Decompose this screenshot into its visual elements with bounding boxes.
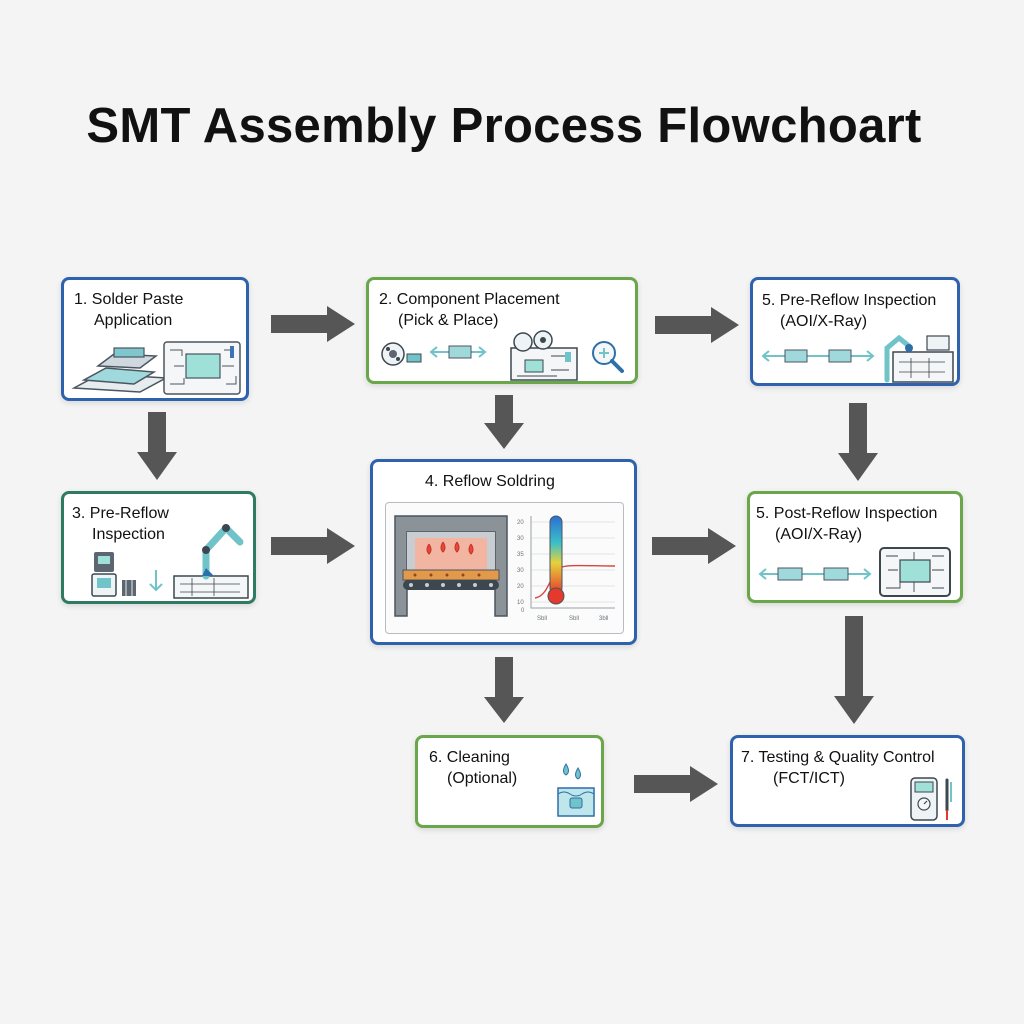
arrow-1-to-2 (271, 306, 355, 342)
step-3-line1: 3. Pre-Reflow (72, 505, 169, 522)
pick-and-place-icon (381, 330, 624, 381)
stencil-printer-icon (71, 341, 241, 395)
reflow-oven-icon (394, 515, 508, 617)
arrow-4-to-post (652, 528, 736, 564)
temperature-profile-graph: 20 30 35 30 20 10 0 Sbll Sbll 3bll (517, 515, 616, 622)
step-4-label: 4. Reflow Soldring (425, 473, 555, 490)
arrow-6-to-7 (634, 766, 718, 802)
page-title: SMT Assembly Process Flowchoart (86, 99, 922, 153)
step-5a-line1: 5. Pre-Reflow Inspection (762, 292, 937, 309)
step-post-reflow-inspection: 5. Post-Reflow Inspection (AOI/X-Ray) (747, 491, 963, 603)
step-cleaning: 6. Cleaning (Optional) (415, 735, 604, 828)
step-7-line2: (FCT/ICT) (773, 770, 845, 787)
step-reflow-soldering: 4. Reflow Soldring 20 30 35 30 20 10 (370, 459, 637, 645)
step-component-placement: 2. Component Placement (Pick & Place) (366, 277, 638, 384)
y-tick: 0 (521, 608, 525, 614)
y-tick: 30 (517, 536, 524, 542)
arrow-2-to-5 (655, 307, 739, 343)
arrow-3-to-4 (271, 528, 355, 564)
step-1-line2: Application (94, 312, 173, 329)
y-tick: 10 (517, 600, 524, 606)
step-1-line1: 1. Solder Paste (74, 291, 184, 308)
step-6-line1: 6. Cleaning (429, 749, 510, 766)
y-tick: 30 (517, 568, 524, 574)
step-pre-reflow-inspection-aoi: 5. Pre-Reflow Inspection (AOI/X-Ray) (750, 277, 960, 386)
aoi-monitor-icon (758, 547, 951, 597)
step-5a-line2: (AOI/X-Ray) (780, 313, 868, 330)
multimeter-icon (910, 777, 952, 821)
cleaning-tank-icon (557, 763, 595, 817)
arrow-4-to-6 (484, 657, 524, 723)
step-5b-line1: 5. Post-Reflow Inspection (756, 505, 938, 522)
y-tick: 35 (517, 552, 524, 558)
arrow-post-to-7 (834, 616, 874, 724)
x-tick: Sbll (537, 616, 547, 622)
y-tick: 20 (517, 584, 524, 590)
step-5b-line2: (AOI/X-Ray) (775, 526, 863, 543)
step-testing-quality-control: 7. Testing & Quality Control (FCT/ICT) (730, 735, 965, 827)
x-tick: 3bll (599, 616, 608, 622)
arrow-1-to-3 (137, 412, 177, 480)
step-7-line1: 7. Testing & Quality Control (741, 749, 935, 766)
y-tick: 20 (517, 520, 524, 526)
step-solder-paste-application: 1. Solder Paste Application (61, 277, 249, 401)
x-tick: Sbll (569, 616, 579, 622)
step-pre-reflow-inspection: 3. Pre-Reflow Inspection (61, 491, 256, 604)
arrow-5-to-post (838, 403, 878, 481)
inspection-robot-icon (91, 524, 249, 599)
step-6-line2: (Optional) (447, 770, 518, 787)
step-2-line2: (Pick & Place) (398, 312, 499, 329)
step-2-line1: 2. Component Placement (379, 291, 560, 308)
arrow-2-to-4 (484, 395, 524, 449)
step-3-line2: Inspection (92, 526, 165, 543)
aoi-machine-icon (761, 334, 954, 383)
